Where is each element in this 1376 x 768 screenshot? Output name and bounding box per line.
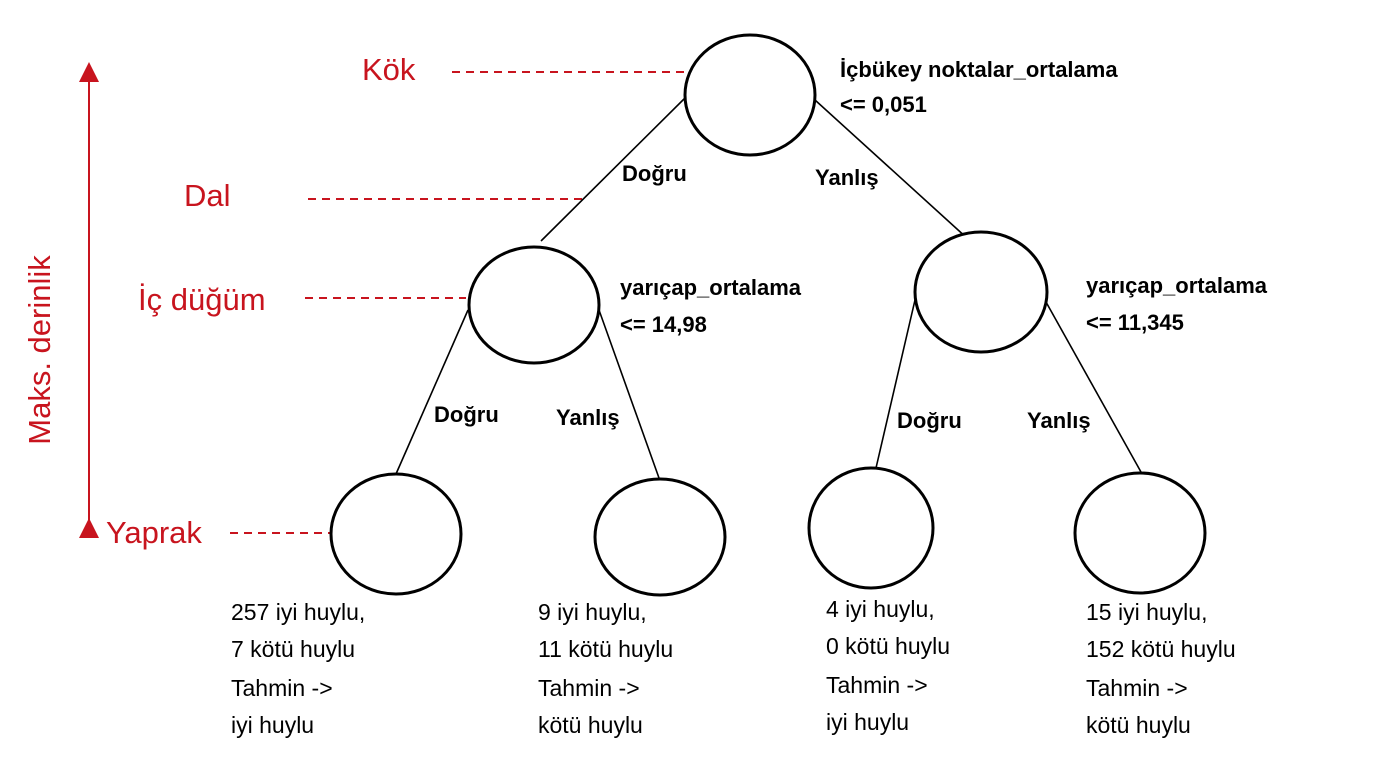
leaf-4-line2: 152 kötü huylu (1086, 636, 1236, 662)
edge-label-true-root: Doğru (622, 161, 687, 186)
leaf-2-line4: kötü huylu (538, 712, 643, 738)
root-annotation: Kök (362, 52, 416, 87)
edge-left-leaf2 (598, 309, 660, 479)
root-threshold: <= 0,051 (840, 92, 927, 117)
leaf-4-text: 15 iyi huylu, 152 kötü huylu Tahmin -> k… (1086, 599, 1236, 738)
leaf-3-text: 4 iyi huylu, 0 kötü huylu Tahmin -> iyi … (826, 596, 950, 735)
edge-root-right (814, 99, 969, 240)
leaf-2-line3: Tahmin -> (538, 675, 640, 701)
leaf-node-4 (1073, 471, 1207, 595)
edge-root-left (540, 96, 687, 242)
edge-right-leaf4 (1045, 301, 1142, 473)
root-node (683, 33, 817, 157)
leaf-3-line1: 4 iyi huylu, (826, 596, 935, 622)
leaf-3-line4: iyi huylu (826, 709, 909, 735)
leaf-1-line4: iyi huylu (231, 712, 314, 738)
leaf-4-line4: kötü huylu (1086, 712, 1191, 738)
leaf-2-line1: 9 iyi huylu, (538, 599, 647, 625)
internal-node-left (467, 245, 601, 365)
edge-label-false-left: Yanlış (556, 405, 620, 430)
leaf-node-1 (329, 472, 463, 596)
edge-label-false-root: Yanlış (815, 165, 879, 190)
leaf-2-line2: 11 kötü huylu (538, 636, 673, 662)
branch-annotation: Dal (184, 178, 231, 213)
leaf-1-line1: 257 iyi huylu, (231, 599, 365, 625)
edge-left-leaf1 (395, 309, 469, 475)
leaf-1-line2: 7 kötü huylu (231, 636, 355, 662)
leaf-node-3 (807, 466, 935, 590)
leaf-node-2 (593, 477, 727, 597)
left-feature: yarıçap_ortalama (620, 275, 802, 300)
right-feature: yarıçap_ortalama (1086, 273, 1268, 298)
root-feature: İçbükey noktalar_ortalama (840, 57, 1118, 82)
leaf-annotation: Yaprak (106, 515, 202, 550)
internal-node-annotation: İç düğüm (138, 282, 266, 317)
leaf-4-line1: 15 iyi huylu, (1086, 599, 1207, 625)
leaf-2-text: 9 iyi huylu, 11 kötü huylu Tahmin -> köt… (538, 599, 673, 738)
leaf-4-line3: Tahmin -> (1086, 675, 1188, 701)
edge-label-true-right: Doğru (897, 408, 962, 433)
max-depth-label: Maks. derinlik (22, 255, 57, 445)
leaf-3-line3: Tahmin -> (826, 672, 928, 698)
edge-right-leaf3 (875, 299, 916, 469)
right-threshold: <= 11,345 (1086, 310, 1184, 335)
edge-label-false-right: Yanlış (1027, 408, 1091, 433)
leaf-3-line2: 0 kötü huylu (826, 633, 950, 659)
internal-node-right (913, 230, 1049, 354)
leaf-1-text: 257 iyi huylu, 7 kötü huylu Tahmin -> iy… (231, 599, 365, 738)
edge-label-true-left: Doğru (434, 402, 499, 427)
leaf-1-line3: Tahmin -> (231, 675, 333, 701)
left-threshold: <= 14,98 (620, 312, 707, 337)
